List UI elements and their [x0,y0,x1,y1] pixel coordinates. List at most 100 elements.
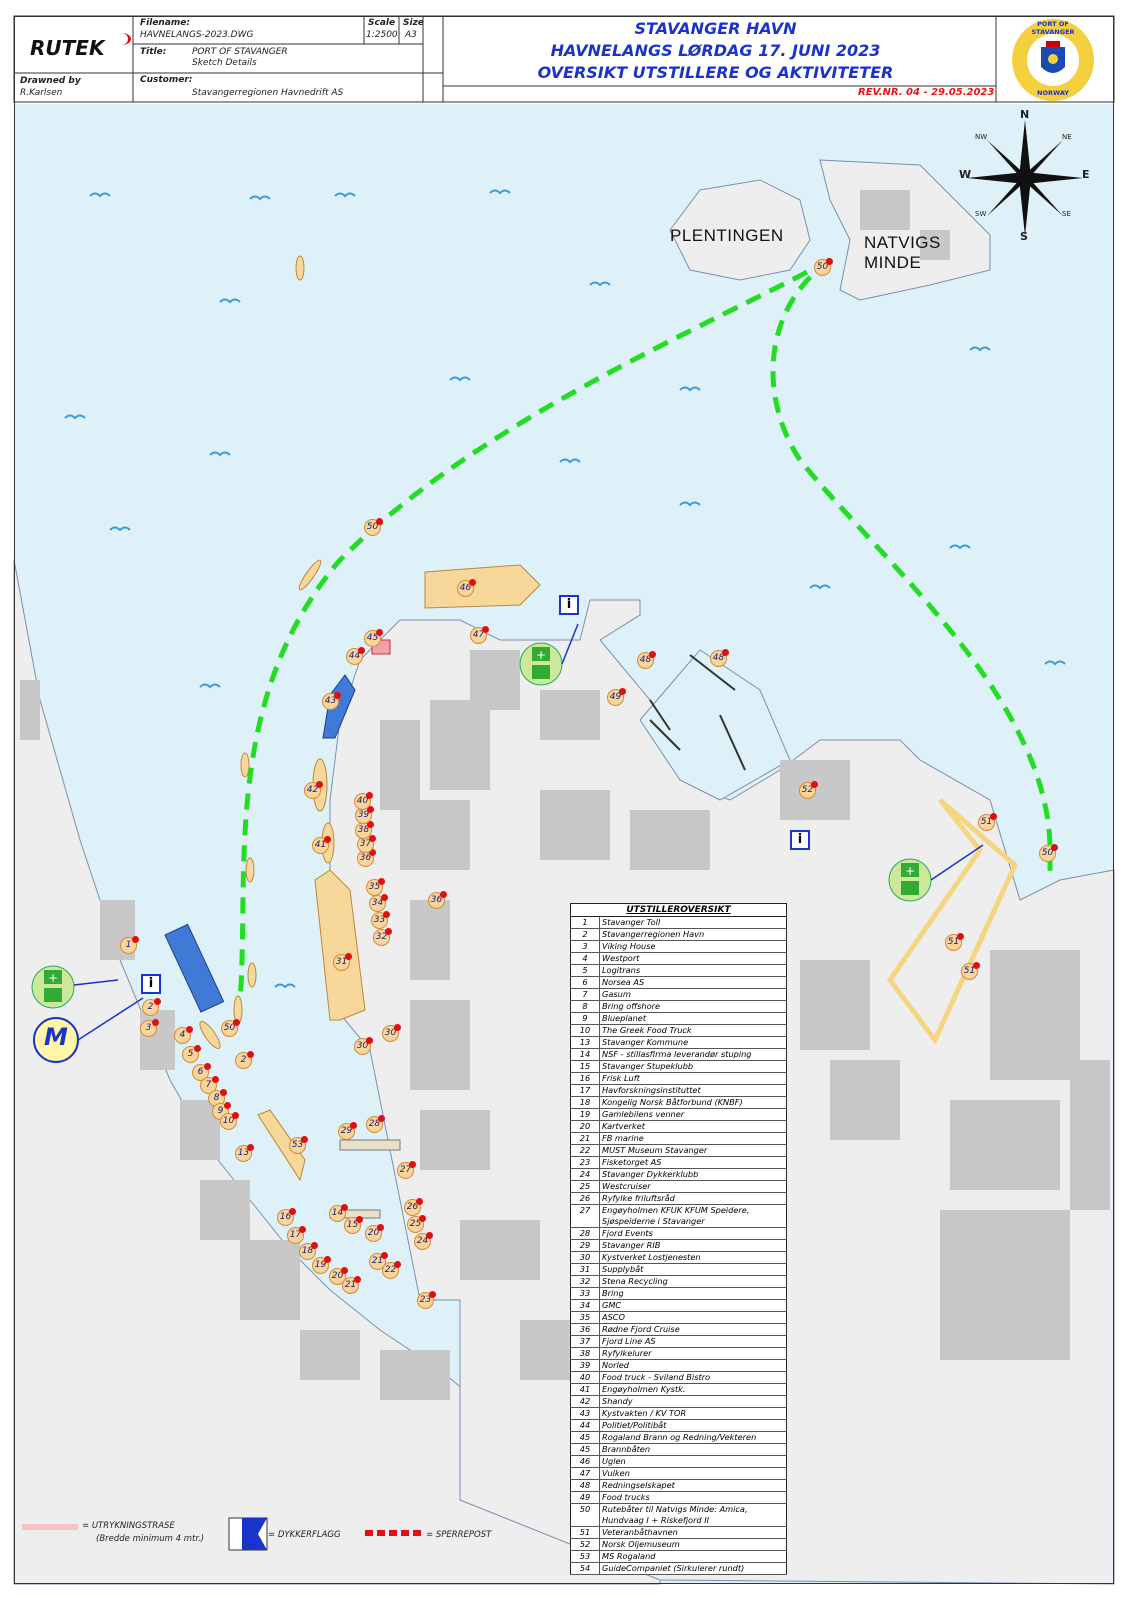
exhibitor-marker[interactable]: 7 [200,1076,219,1094]
legend-label: Stena Recycling [599,1275,787,1288]
info-icon: i [790,830,810,850]
exhibitor-marker[interactable]: 53 [289,1136,308,1154]
exhibitor-marker[interactable]: 22 [382,1261,401,1279]
exhibitor-marker[interactable]: 1 [120,936,139,954]
legend-number: 20 [570,1120,600,1133]
exhibitor-marker[interactable]: 13 [235,1144,254,1162]
marker-dot [440,891,447,898]
exhibitor-marker[interactable]: 33 [371,911,390,929]
exhibitor-marker[interactable]: 50 [364,518,383,536]
place-minde: MINDE [864,253,922,272]
exhibitor-marker[interactable]: 18 [299,1242,318,1260]
marker-dot [212,1076,219,1083]
vessel-53 [257,1109,306,1182]
exhibitor-marker[interactable]: 46 [457,579,476,597]
exhibitor-marker[interactable]: 3 [140,1019,159,1037]
marker-dot [316,781,323,788]
exhibitor-marker[interactable]: 51 [961,962,980,980]
exhibitor-marker[interactable]: 5 [182,1045,201,1063]
exhibitor-marker[interactable]: 34 [369,894,388,912]
exhibitor-marker[interactable]: 23 [417,1291,436,1309]
exhibitor-marker[interactable]: 2 [235,1051,254,1069]
exhibitor-marker[interactable]: 43 [322,692,341,710]
exhibitor-marker[interactable]: 31 [333,953,352,971]
exhibitor-marker[interactable]: 38 [355,821,374,839]
marker-dot [419,1215,426,1222]
marker-dot [469,579,476,586]
rutek-logo: RUTEK [30,36,105,60]
exhibitor-marker[interactable]: 19 [312,1256,331,1274]
legend-label: MUST Museum Stavanger [599,1144,787,1157]
exhibitor-marker[interactable]: 50 [1039,844,1058,862]
legend-number: 3 [570,940,600,953]
exhibitor-marker[interactable]: 36 [357,849,376,867]
legend-label: Gasum [599,988,787,1001]
marker-dot [369,849,376,856]
exhibitor-marker[interactable]: 32 [373,928,392,946]
legend-label: NSF - stillasfirma leverandør stuping [599,1048,787,1061]
exhibitor-marker[interactable]: 2 [142,998,161,1016]
exhibitor-marker[interactable]: 45 [364,629,383,647]
exhibitor-marker[interactable]: 52 [799,781,818,799]
exhibitor-marker[interactable]: 29 [338,1122,357,1140]
exhibitor-marker[interactable]: 48 [710,649,729,667]
exhibitor-marker[interactable]: 51 [978,813,997,831]
legend-number: 23 [570,1156,600,1169]
exhibitor-marker[interactable]: 42 [304,781,323,799]
exhibitor-marker[interactable]: 50 [814,258,833,276]
exhibitor-marker[interactable]: 10 [220,1112,239,1130]
exhibitor-marker[interactable]: 20 [365,1224,384,1242]
legend-number: 50 [570,1503,600,1527]
exhibitor-marker[interactable]: 16 [277,1208,296,1226]
exhibitor-marker[interactable]: 27 [397,1161,416,1179]
exhibitor-marker[interactable]: 17 [287,1226,306,1244]
compass-rose-icon [967,120,1083,236]
exhibitor-marker[interactable]: 49 [607,688,626,706]
exhibitor-marker[interactable]: 30 [382,1024,401,1042]
route-key-sub: (Bredde minimum 4 mtr.) [96,1534,205,1544]
exhibitor-marker[interactable]: 35 [366,878,385,896]
marker-dot [381,894,388,901]
exhibitor-marker[interactable]: 25 [407,1215,426,1233]
exhibitor-marker[interactable]: 21 [369,1252,388,1270]
exhibitor-marker[interactable]: 4 [174,1026,193,1044]
legend-label: Engøyholmen Kystk. [599,1383,787,1396]
route-key-swatch [22,1524,78,1530]
exhibitor-marker[interactable]: 51 [945,933,964,951]
exhibitor-marker[interactable]: 36 [428,891,447,909]
exhibitor-marker[interactable]: 26 [404,1198,423,1216]
exhibitor-marker[interactable]: 14 [329,1204,348,1222]
exhibitor-marker[interactable]: 50 [221,1019,240,1037]
legend-number: 44 [570,1419,600,1432]
legend-number: 38 [570,1347,600,1360]
exhibitor-marker[interactable]: 30 [354,1037,373,1055]
exhibitor-marker[interactable]: 44 [346,647,365,665]
exhibitor-marker[interactable]: 21 [342,1276,361,1294]
exhibitor-marker[interactable]: 47 [470,626,489,644]
exhibitor-marker[interactable]: 24 [414,1232,433,1250]
legend-number: 41 [570,1383,600,1396]
exhibitor-marker[interactable]: 28 [366,1115,385,1133]
legend-label: Norsea AS [599,976,787,989]
exhibitor-marker[interactable]: 15 [344,1216,363,1234]
legend-label: Food truck - Sviland Bistro [599,1371,787,1384]
legend-label: Fjord Line AS [599,1335,787,1348]
exhibitor-marker[interactable]: 41 [312,836,331,854]
legend-number: 21 [570,1132,600,1145]
marker-dot [973,962,980,969]
seal-text-top: PORT OF STAVANGER [1031,20,1075,36]
legend-label: Kartverket [599,1120,787,1133]
legend-number: 48 [570,1479,600,1492]
exhibitor-marker[interactable]: 40 [354,792,373,810]
exhibitor-marker[interactable]: 20 [329,1267,348,1285]
marker-dot [334,692,341,699]
exhibitor-marker[interactable]: 48 [637,651,656,669]
